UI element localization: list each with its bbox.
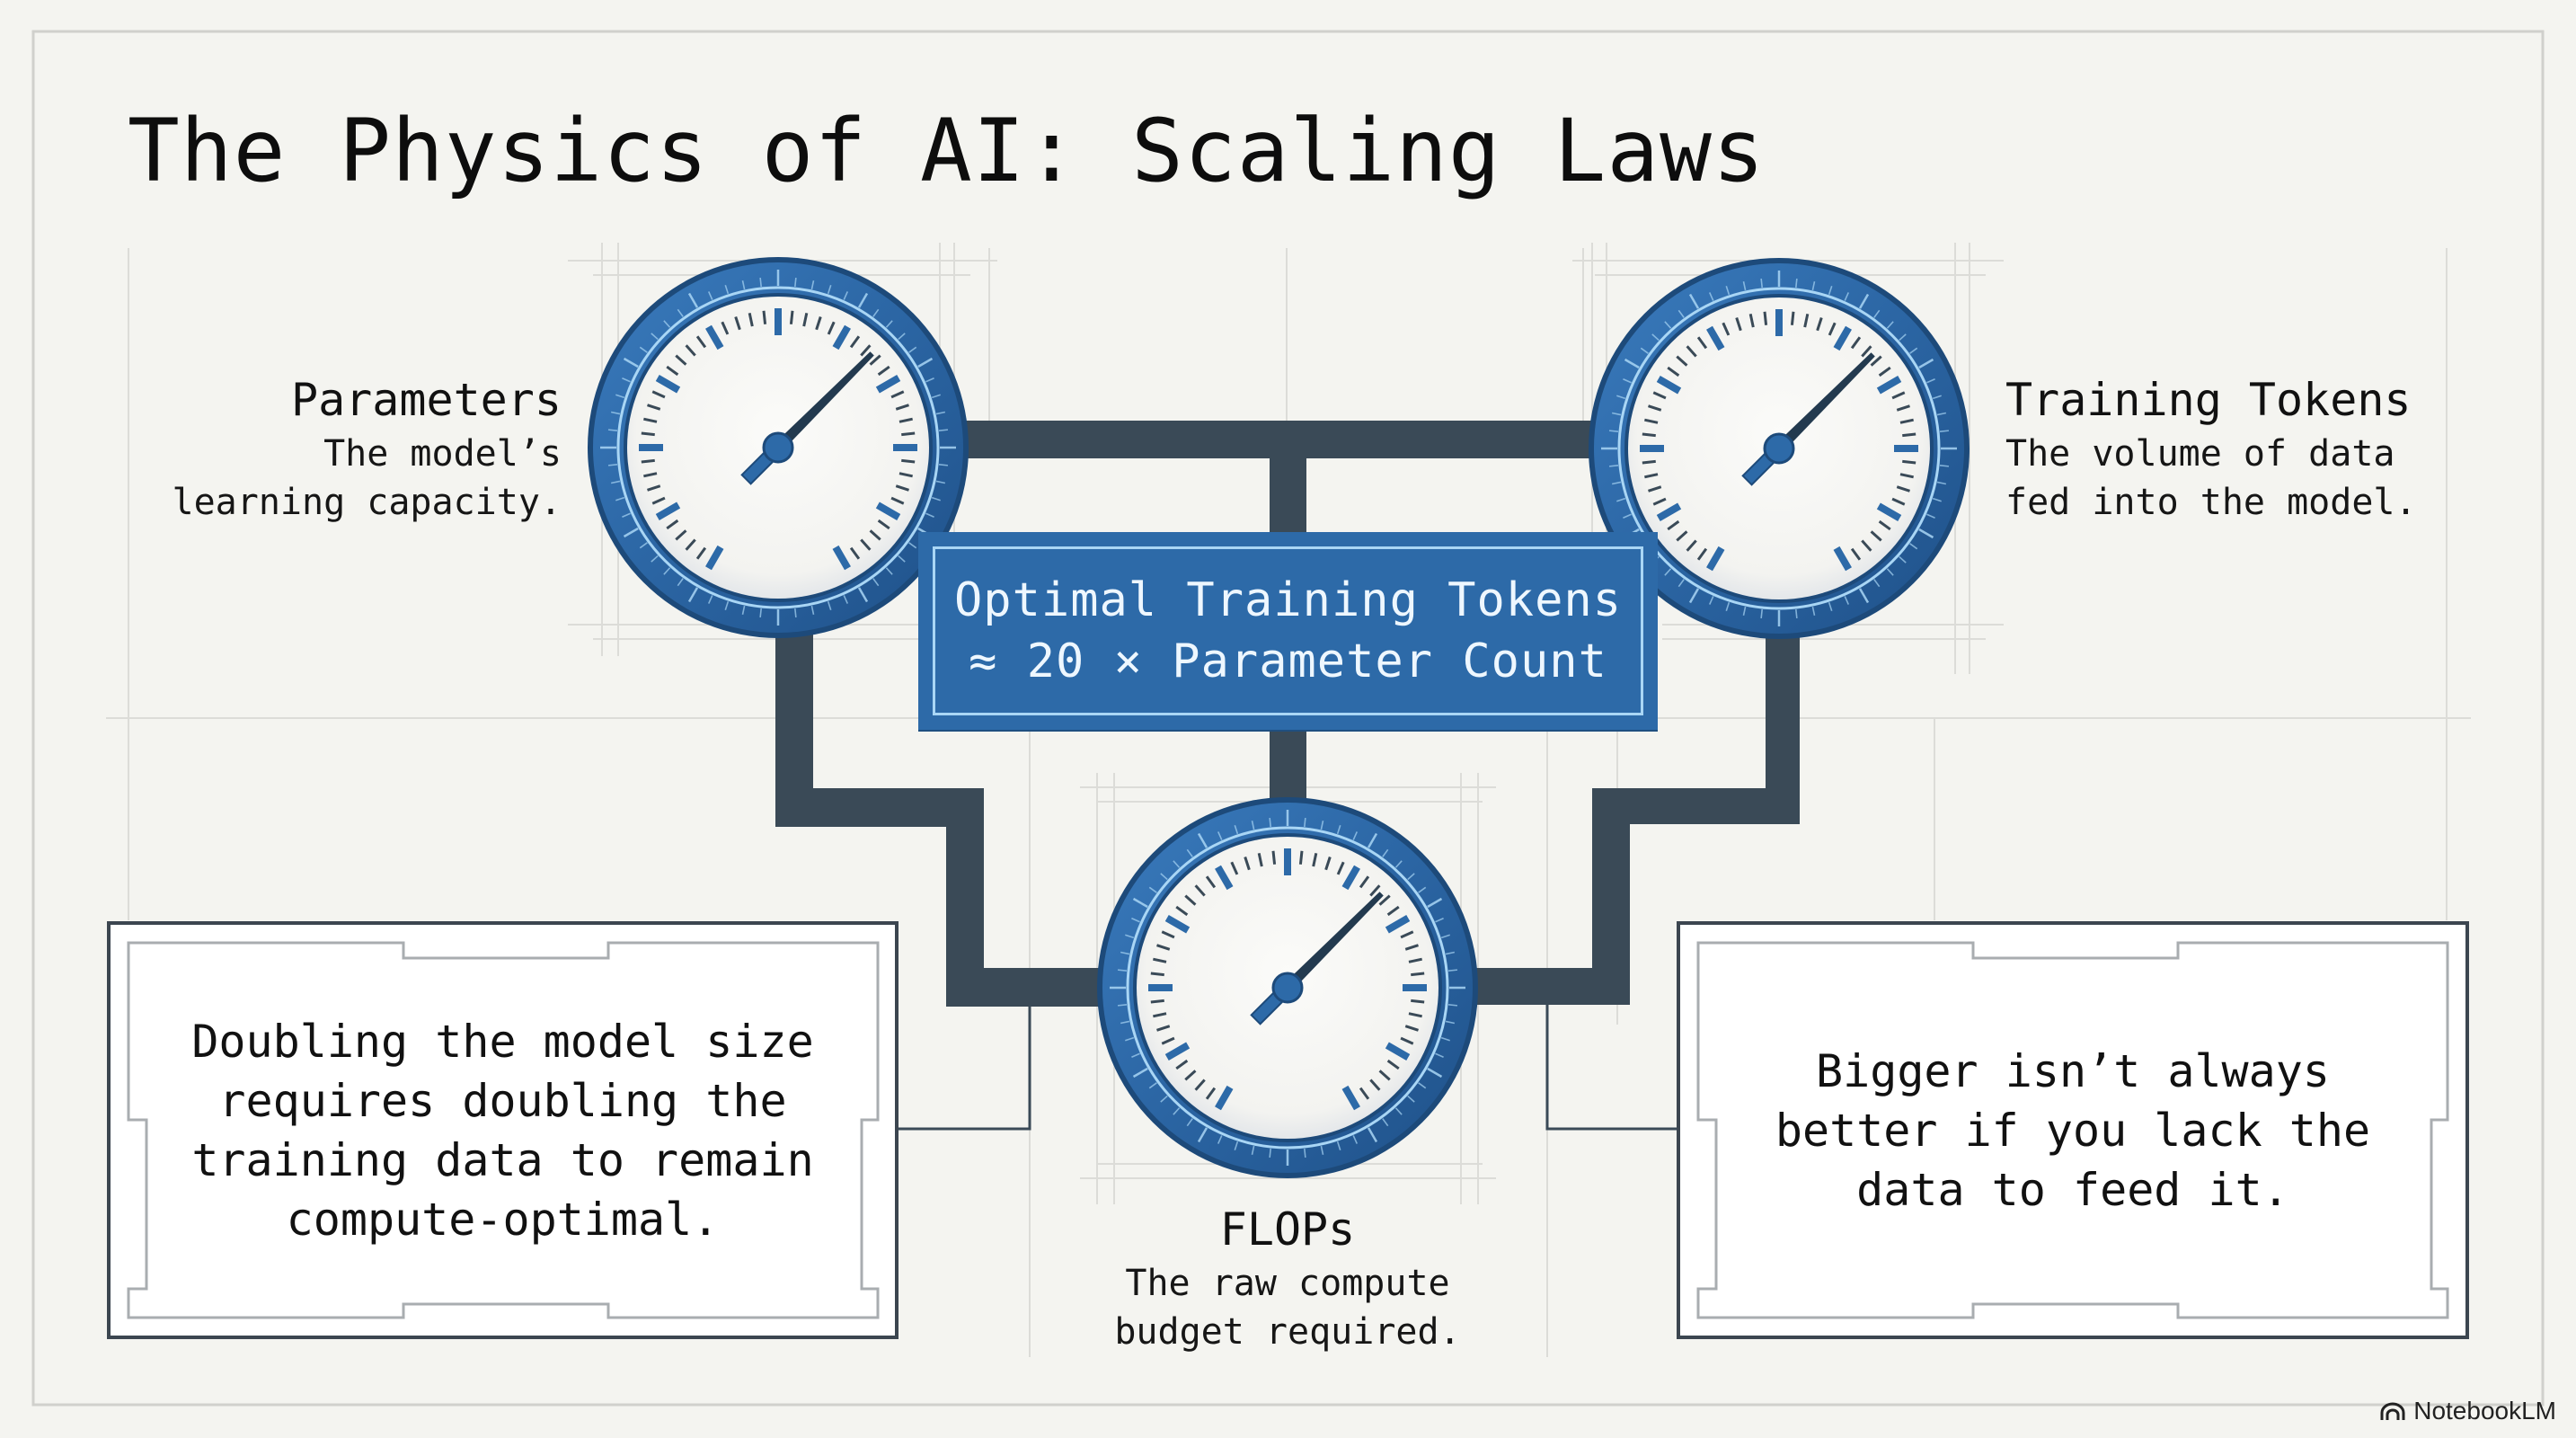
note-line: data to feed it. bbox=[1856, 1163, 2289, 1216]
note-box-left: Doubling the model size requires doublin… bbox=[107, 921, 899, 1339]
gauge-label-training-tokens: Training Tokens The volume of data fed i… bbox=[2005, 370, 2417, 527]
note-line: better if you lack the bbox=[1775, 1104, 2371, 1157]
note-inner-frame bbox=[127, 941, 880, 1319]
gauge-description-line: The model’s bbox=[323, 433, 562, 475]
note-inner-frame bbox=[1696, 941, 2449, 1319]
formula-line-2: ≈ 20 × Parameter Count bbox=[969, 635, 1607, 688]
gauge-description-line: The raw compute bbox=[1125, 1263, 1450, 1304]
formula-line-1: Optimal Training Tokens bbox=[953, 573, 1623, 627]
gauge-parameters-icon bbox=[588, 257, 969, 638]
formula-box: Optimal Training Tokens ≈ 20 × Parameter… bbox=[918, 532, 1658, 730]
gauge-label-parameters: Parameters The model’s learning capacity… bbox=[173, 370, 562, 527]
pipe-network bbox=[775, 421, 1800, 1007]
gauge-description-line: fed into the model. bbox=[2005, 482, 2417, 523]
note-line: compute-optimal. bbox=[286, 1193, 720, 1246]
watermark-text: NotebookLM bbox=[2413, 1397, 2556, 1425]
note-line: Bigger isn’t always bbox=[1816, 1044, 2330, 1097]
gauge-flops-icon bbox=[1097, 797, 1478, 1178]
gauge-label-flops: FLOPs The raw compute budget required. bbox=[1063, 1200, 1512, 1356]
gauge-description-line: learning capacity. bbox=[172, 482, 562, 523]
page-title: The Physics of AI: Scaling Laws bbox=[128, 101, 1766, 201]
gauge-description-line: The volume of data bbox=[2005, 433, 2395, 475]
note-line: Doubling the model size bbox=[191, 1015, 814, 1068]
note-line: training data to remain bbox=[191, 1133, 814, 1186]
note-text-right: Bigger isn’t always better if you lack t… bbox=[1680, 925, 2465, 1336]
gauge-description-line: budget required. bbox=[1114, 1311, 1461, 1353]
watermark: NotebookLM bbox=[2379, 1397, 2556, 1425]
formula-inner-frame: Optimal Training Tokens ≈ 20 × Parameter… bbox=[933, 546, 1643, 715]
gauge-title: Training Tokens bbox=[2005, 374, 2412, 426]
note-text-left: Doubling the model size requires doublin… bbox=[111, 925, 895, 1336]
note-box-right: Bigger isn’t always better if you lack t… bbox=[1677, 921, 2469, 1339]
gauge-title: FLOPs bbox=[1219, 1203, 1356, 1256]
gauge-title: Parameters bbox=[290, 374, 562, 426]
notebooklm-logo-icon bbox=[2380, 1402, 2405, 1420]
note-line: requires doubling the bbox=[218, 1074, 787, 1127]
